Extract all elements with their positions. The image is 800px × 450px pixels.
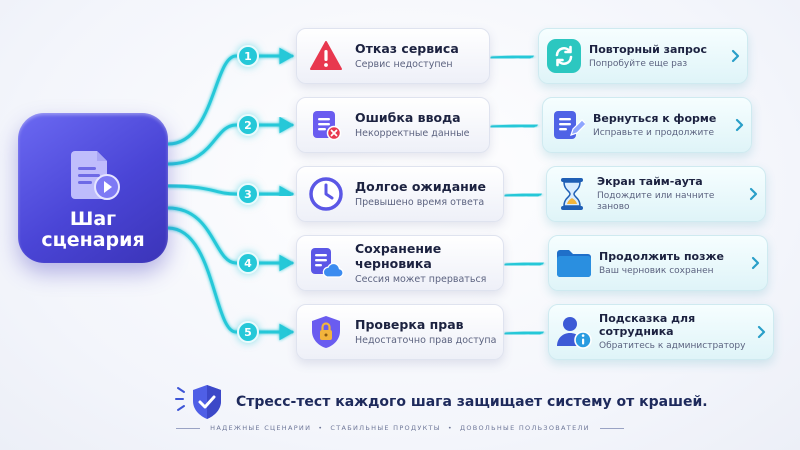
recovery-title: Подсказка для сотрудника	[599, 312, 696, 338]
recovery-subtitle: Попробуйте еще раз	[589, 58, 688, 69]
recovery-subtitle: Обратитесь к администратору	[599, 341, 746, 351]
connector-error-to-recovery	[504, 186, 543, 204]
connector-source-to-error	[166, 47, 295, 146]
error-title: Ошибка ввода	[355, 110, 461, 125]
connector-source-to-error	[166, 116, 295, 166]
error-title: Долгое ожидание	[355, 179, 487, 194]
document-play-icon	[71, 151, 120, 200]
step-number-badge: 2	[237, 114, 259, 136]
document-cloud-icon	[297, 235, 355, 291]
step-number-badge: 1	[237, 45, 259, 67]
recovery-title: Повторный запрос	[589, 42, 707, 56]
tagline-divider-right	[599, 427, 625, 429]
recovery-title: Экран тайм-аута	[597, 175, 703, 188]
retry-arrows-icon	[539, 28, 589, 84]
recovery-subtitle: Ваш черновик сохранен	[599, 265, 714, 276]
form-edit-icon	[543, 97, 593, 153]
footer-banner: Стресс-тест каждого шага защищает систем…	[190, 382, 708, 422]
connector-error-to-recovery	[504, 324, 545, 342]
source-step-title: Шаг сценария	[41, 208, 145, 251]
shield-check-icon	[193, 385, 221, 419]
tagline-separator: •	[447, 424, 453, 432]
connector-error-to-recovery	[490, 48, 535, 66]
sparkle-lines-icon	[175, 387, 185, 411]
footer-text: Стресс-тест каждого шага защищает систем…	[236, 394, 708, 410]
recovery-title: Продолжить позже	[599, 249, 724, 263]
chevron-right-icon[interactable]	[729, 118, 751, 132]
recovery-subtitle: Исправьте и продолжите	[593, 127, 715, 138]
error-subtitle: Сервис недоступен	[355, 59, 453, 70]
step-number-badge: 3	[237, 183, 259, 205]
tagline-row: НАДЕЖНЫЕ СЦЕНАРИИ • СТАБИЛЬНЫЕ ПРОДУКТЫ …	[176, 421, 625, 435]
chevron-right-icon[interactable]	[745, 256, 767, 270]
step-number-badge: 4	[237, 252, 259, 274]
connector-error-to-recovery	[490, 117, 539, 134]
warning-triangle-icon	[297, 28, 355, 84]
shield-lock-icon	[297, 304, 355, 360]
chevron-right-icon[interactable]	[725, 49, 747, 63]
connector-source-to-error	[166, 226, 295, 341]
error-title: Сохранение черновика	[355, 240, 442, 271]
tagline-separator: •	[318, 424, 324, 432]
tagline-item-1: НАДЕЖНЫЕ СЦЕНАРИИ	[210, 424, 312, 432]
step-number-badge: 5	[237, 321, 259, 343]
error-subtitle: Превышено время ответа	[355, 197, 485, 208]
tagline-item-2: СТАБИЛЬНЫЕ ПРОДУКТЫ	[330, 424, 441, 432]
recovery-subtitle: Подождите или начните заново	[597, 191, 715, 212]
connector-source-to-error	[166, 206, 295, 272]
error-subtitle: Недостаточно прав доступа	[355, 335, 497, 346]
hourglass-icon	[547, 166, 597, 222]
connector-error-to-recovery	[504, 255, 545, 273]
error-subtitle: Сессия может прерваться	[355, 273, 487, 285]
chevron-right-icon[interactable]	[743, 187, 765, 201]
source-step-card: Шаг сценария	[18, 113, 168, 263]
recovery-title: Вернуться к форме	[593, 111, 717, 125]
error-title: Отказ сервиса	[355, 41, 459, 56]
chevron-right-icon[interactable]	[751, 325, 773, 339]
error-subtitle: Некорректные данные	[355, 128, 470, 139]
tagline: НАДЕЖНЫЕ СЦЕНАРИИ • СТАБИЛЬНЫЕ ПРОДУКТЫ …	[200, 424, 600, 432]
user-info-icon	[549, 304, 599, 360]
tagline-item-3: ДОВОЛЬНЫЕ ПОЛЬЗОВАТЕЛИ	[459, 424, 590, 432]
tagline-divider-left	[176, 427, 201, 429]
error-title: Проверка прав	[355, 317, 464, 332]
folder-icon	[549, 235, 599, 291]
connector-source-to-error	[166, 184, 295, 203]
form-error-icon	[297, 97, 355, 153]
clock-icon	[297, 166, 355, 222]
